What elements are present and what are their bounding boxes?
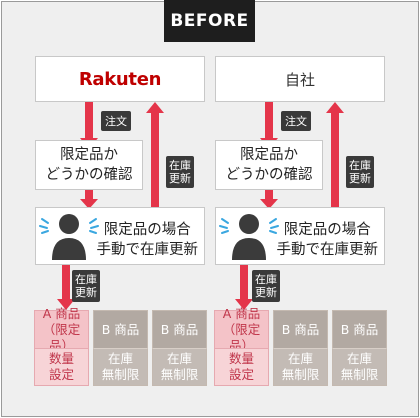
product-b-1-setting: 在庫無制限 (93, 348, 148, 386)
manual-update-text-right: 限定品の場合 手動で在庫更新 (277, 220, 379, 260)
manual-line-right-2: 手動で在庫更新 (276, 242, 379, 258)
product-a-setting: 数量設定 (34, 348, 89, 386)
stock-update-tag-right: 在庫 更新 (346, 156, 374, 188)
product-b-1-right: B 商品 (273, 310, 328, 348)
product-b-2-setting-1: 在庫 (166, 351, 192, 366)
bottom-stock-tag-right-text-1: 在庫 (255, 273, 277, 286)
manual-update-text: 限定品の場合 手動で在庫更新 (97, 220, 199, 260)
product-b-2-name-right: B 商品 (340, 321, 379, 337)
product-b-2-setting-right-2: 無制限 (340, 367, 379, 382)
product-a-setting-right-1: 数量 (228, 351, 254, 366)
stock-update-tag-text-1: 在庫 (169, 159, 191, 172)
stock-update-tag: 在庫 更新 (166, 156, 194, 188)
manual-update-box-right: 限定品の場合 手動で在庫更新 (215, 207, 385, 265)
product-b-2-setting: 在庫無制限 (152, 348, 207, 386)
product-b-2-setting-2: 無制限 (160, 367, 199, 382)
product-b-1: B 商品 (93, 310, 148, 348)
order-tag-right: 注文 (281, 111, 311, 131)
product-b-1-name: B 商品 (101, 321, 140, 337)
product-b-1-setting-2: 無制限 (101, 367, 140, 382)
manual-update-box: 限定品の場合 手動で在庫更新 (35, 207, 205, 265)
bottom-stock-tag-right-text-2: 更新 (255, 286, 277, 299)
order-tag-text: 注文 (105, 114, 127, 128)
check-line-right-1: 限定品か (240, 147, 298, 163)
stock-arrow-up-right (326, 102, 344, 207)
product-b-2-right: B 商品 (332, 310, 387, 348)
order-tag-right-text: 注文 (285, 114, 307, 128)
bottom-stock-tag-text-2: 更新 (75, 286, 97, 299)
manual-line-2: 手動で在庫更新 (96, 242, 199, 258)
rakuten-store-box: Rakuten (35, 56, 205, 102)
product-b-1-setting-right-1: 在庫 (287, 351, 313, 366)
product-a-setting-2: 設定 (48, 367, 74, 382)
check-line-1: 限定品か (60, 147, 118, 163)
before-label: BEFORE (164, 0, 255, 42)
product-a-name: A 商品 (42, 305, 81, 321)
product-a-name-right: A 商品 (222, 305, 261, 321)
manual-line-right-1: 限定品の場合 (283, 222, 371, 238)
product-b-2-setting-right: 在庫無制限 (332, 348, 387, 386)
stock-update-tag-right-text-1: 在庫 (349, 159, 371, 172)
to-product-arrow-down (57, 265, 75, 310)
check-line-right-2: どうかの確認 (225, 167, 313, 183)
check-arrow-down (80, 190, 98, 209)
check-arrow-down-right (260, 190, 278, 209)
product-b-2-name: B 商品 (160, 321, 199, 337)
worried-person-icon-right (219, 214, 279, 260)
product-a-setting-right-2: 設定 (228, 367, 254, 382)
stock-update-tag-right-text-2: 更新 (349, 172, 371, 185)
bottom-stock-tag-text-1: 在庫 (75, 273, 97, 286)
rakuten-logo: Rakuten (78, 68, 162, 90)
bottom-stock-tag: 在庫 更新 (72, 270, 100, 302)
own-store-label: 自社 (284, 70, 315, 89)
manual-line-1: 限定品の場合 (103, 222, 191, 238)
check-line-2: どうかの確認 (45, 167, 133, 183)
limited-check-box: 限定品か どうかの確認 (35, 140, 143, 190)
to-product-arrow-down-right (235, 265, 253, 310)
worried-person-icon (39, 214, 99, 260)
product-b-1-name-right: B 商品 (281, 321, 320, 337)
order-tag: 注文 (101, 111, 131, 131)
own-store-box: 自社 (215, 56, 385, 102)
limited-check-box-right: 限定品か どうかの確認 (215, 140, 323, 190)
product-a-limited: A 商品（限定品） (34, 306, 89, 353)
stock-arrow-up (146, 102, 164, 207)
product-a-limited-right: A 商品（限定品） (214, 306, 269, 353)
product-a-setting-right: 数量設定 (214, 348, 269, 386)
product-b-1-setting-1: 在庫 (107, 351, 133, 366)
product-b-2: B 商品 (152, 310, 207, 348)
product-b-2-setting-right-1: 在庫 (346, 351, 372, 366)
product-a-setting-1: 数量 (48, 351, 74, 366)
bottom-stock-tag-right: 在庫 更新 (252, 270, 280, 302)
product-b-1-setting-right: 在庫無制限 (273, 348, 328, 386)
product-b-1-setting-right-2: 無制限 (281, 367, 320, 382)
stock-update-tag-text-2: 更新 (169, 172, 191, 185)
